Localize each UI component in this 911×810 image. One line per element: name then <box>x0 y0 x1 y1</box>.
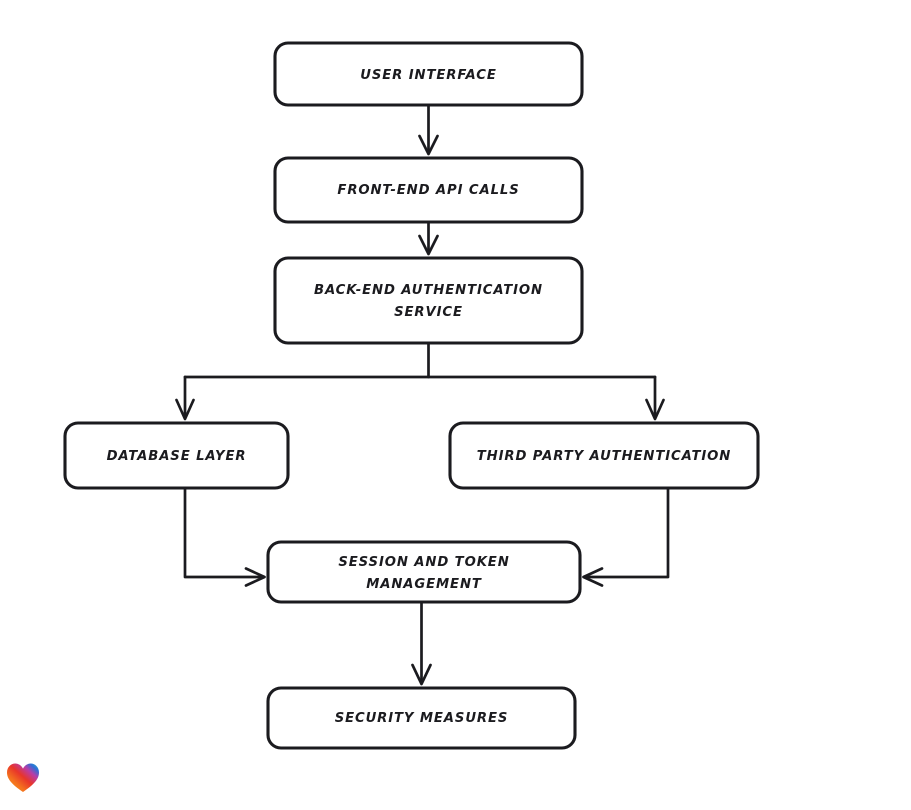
node-front-end-api-calls-shape[interactable] <box>273 156 584 224</box>
node-front-end-api-calls-label: FRONT-END API CALLS <box>337 183 519 198</box>
node-back-end-authentication-service-label-line1: BACK-END AUTHENTICATION <box>314 283 543 298</box>
node-session-and-token-management-shape[interactable] <box>266 540 582 604</box>
edge-backend-to-database <box>175 375 195 421</box>
node-back-end-authentication-service-label-line2: SERVICE <box>394 305 463 320</box>
heart-icon-shape <box>7 763 39 792</box>
edge-thirdparty-to-session <box>582 486 670 587</box>
edge-backend-split <box>183 341 657 379</box>
edge-api-to-backend <box>418 220 439 256</box>
node-third-party-authentication[interactable]: THIRD PARTY AUTHENTICATION <box>448 421 760 490</box>
node-database-layer[interactable]: DATABASE LAYER <box>63 421 290 490</box>
edge-backend-to-thirdparty <box>645 375 665 421</box>
node-front-end-api-calls[interactable]: FRONT-END API CALLS <box>273 156 584 224</box>
node-database-layer-shape[interactable] <box>63 421 290 490</box>
node-user-interface-shape[interactable] <box>273 41 584 107</box>
node-third-party-authentication-shape[interactable] <box>448 421 760 490</box>
node-security-measures-label: SECURITY MEASURES <box>335 711 509 726</box>
node-security-measures-shape[interactable] <box>266 686 577 750</box>
node-database-layer-label: DATABASE LAYER <box>107 449 247 464</box>
edge-database-to-session <box>183 486 266 587</box>
node-session-and-token-management-label-line1: SESSION AND TOKEN <box>338 555 509 570</box>
node-back-end-authentication-service-shape[interactable] <box>273 256 584 345</box>
node-session-and-token-management[interactable]: SESSION AND TOKEN MANAGEMENT <box>266 540 582 604</box>
heart-icon <box>7 763 39 792</box>
node-session-and-token-management-label-line2: MANAGEMENT <box>366 577 482 592</box>
node-user-interface-label: USER INTERFACE <box>360 68 496 83</box>
node-layer: USER INTERFACE FRONT-END API CALLS BACK-… <box>63 41 760 750</box>
node-back-end-authentication-service[interactable]: BACK-END AUTHENTICATION SERVICE <box>273 256 584 345</box>
node-security-measures[interactable]: SECURITY MEASURES <box>266 686 577 750</box>
node-third-party-authentication-label: THIRD PARTY AUTHENTICATION <box>477 449 731 464</box>
edge-session-to-security <box>411 600 432 686</box>
edge-layer <box>175 103 670 686</box>
node-user-interface[interactable]: USER INTERFACE <box>273 41 584 107</box>
edge-ui-to-api <box>418 103 439 156</box>
